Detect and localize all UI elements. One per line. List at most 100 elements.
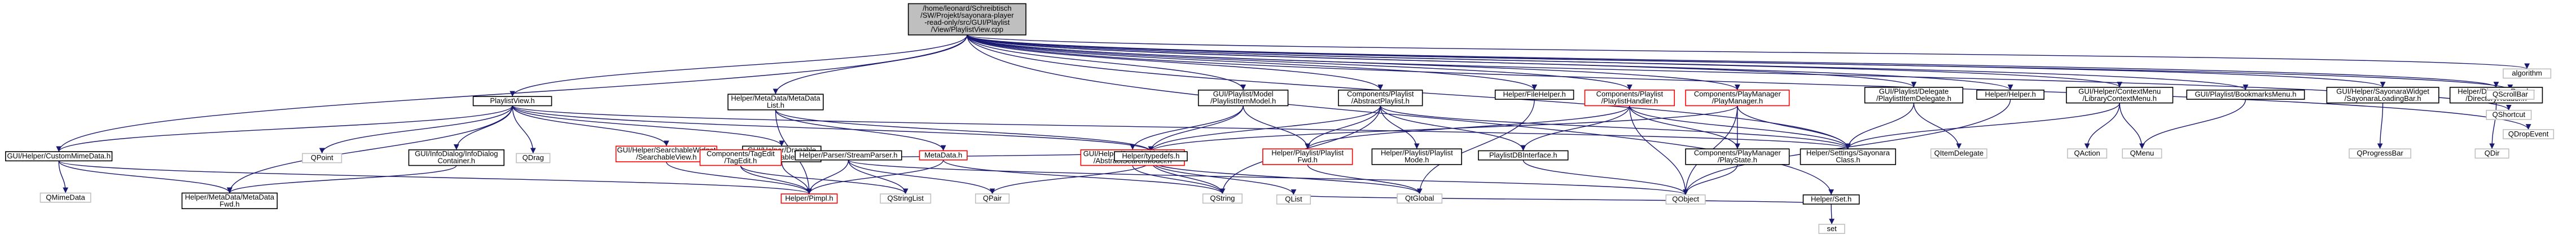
node-label-line: Helper/Helper.h bbox=[1985, 90, 2036, 99]
edge-playlistview-to-searchableView bbox=[512, 105, 669, 147]
edge-metadata-to-pimpl bbox=[806, 160, 944, 194]
node-qdropevent[interactable]: QDropEvent bbox=[2503, 129, 2555, 140]
node-label-line: QList bbox=[1285, 195, 1302, 203]
node-label-line: /PlaylistItemDelegate.h bbox=[1876, 94, 1951, 103]
node-playlistview[interactable]: PlaylistView.h bbox=[472, 96, 552, 107]
node-qaction[interactable]: QAction bbox=[2067, 148, 2108, 159]
node-layer: /home/leonard/Schreibtisch/SW/Projekt/sa… bbox=[5, 3, 2555, 234]
node-qscrollbar[interactable]: QScrollBar bbox=[2486, 90, 2535, 100]
node-label-line: QShortcut bbox=[2492, 110, 2526, 119]
node-streamparser[interactable]: Helper/Parser/StreamParser.h bbox=[795, 150, 902, 161]
node-qobject[interactable]: QObject bbox=[1665, 194, 1706, 205]
node-typedefs[interactable]: Helper/typedefs.h bbox=[1114, 151, 1188, 162]
node-label-line: /PlayState.h bbox=[1718, 156, 1757, 164]
edge-line bbox=[1150, 161, 1297, 195]
node-qprogressbar[interactable]: QProgressBar bbox=[2349, 148, 2412, 159]
node-box bbox=[472, 96, 552, 107]
edge-line bbox=[942, 160, 1226, 194]
node-box bbox=[302, 153, 343, 163]
edge-root-to-qdropevent bbox=[967, 34, 2531, 130]
node-helperHelper[interactable]: Helper/Helper.h bbox=[1976, 90, 2045, 100]
edge-root-to-algorithm bbox=[967, 34, 2530, 69]
edge-itemDelegate-to-settings bbox=[1845, 103, 1915, 149]
node-qlist[interactable]: QList bbox=[1276, 194, 1311, 205]
node-playManager[interactable]: Components/PlayManager/PlayManager.h bbox=[1685, 90, 1790, 107]
node-fileHelper[interactable]: Helper/FileHelper.h bbox=[1494, 90, 1574, 100]
edge-line bbox=[58, 160, 812, 194]
edge-infoDialogContainer-to-metadataFwd bbox=[227, 165, 457, 193]
node-qstringlist[interactable]: QStringList bbox=[880, 193, 932, 204]
node-box bbox=[2326, 87, 2439, 104]
node-helperSet[interactable]: Helper/Set.h bbox=[1802, 194, 1860, 205]
edge-line bbox=[967, 34, 1633, 91]
node-qshortcut[interactable]: QShortcut bbox=[2486, 109, 2532, 120]
node-qmenu[interactable]: QMenu bbox=[2122, 148, 2162, 159]
edge-libraryContextMenu-to-qaction bbox=[2084, 103, 2120, 149]
edge-directoryReader-to-qdir bbox=[2489, 103, 2497, 149]
edge-line bbox=[512, 105, 785, 147]
node-playlistDBInterface[interactable]: PlaylistDBInterface.h bbox=[1478, 150, 1569, 161]
edge-line bbox=[967, 34, 1537, 91]
edge-line bbox=[775, 109, 1154, 152]
edge-line bbox=[967, 34, 2499, 88]
node-label-line: Container.h bbox=[438, 157, 476, 165]
node-qitemdelegate[interactable]: QItemDelegate bbox=[1930, 148, 1987, 159]
edge-libraryContextMenu-to-qmenu bbox=[2119, 103, 2145, 149]
node-qmimedata[interactable]: QMimeData bbox=[40, 192, 91, 203]
node-label-line: Fwd.h bbox=[1298, 156, 1318, 164]
node-customMimeData[interactable]: GUI/Helper/CustomMimeData.h bbox=[5, 151, 113, 162]
edge-playlistHandler-to-playlistFwd bbox=[1305, 105, 1630, 149]
node-qdrag[interactable]: QDrag bbox=[516, 153, 551, 163]
node-loadingBar[interactable]: GUI/Helper/SayonaraWidget/SayonaraLoadin… bbox=[2326, 87, 2439, 104]
edge-line bbox=[453, 105, 513, 150]
node-box bbox=[1818, 224, 1845, 234]
node-label-line: /LibraryContextMenu.h bbox=[2082, 94, 2157, 103]
node-label-line: Components/Playlist bbox=[1347, 90, 1414, 98]
node-abstractPlaylist[interactable]: Components/Playlist/AbstractPlaylist.h bbox=[1338, 90, 1423, 107]
node-itemDelegate[interactable]: GUI/Playlist/Delegate/PlaylistItemDelega… bbox=[1864, 87, 1964, 104]
node-label-line: QString bbox=[1210, 194, 1235, 202]
node-algorithm[interactable]: algorithm bbox=[2503, 68, 2552, 79]
node-libraryContextMenu[interactable]: GUI/Helper/ContextMenu/LibraryContextMen… bbox=[2066, 87, 2174, 104]
node-label-line: /PlaylistItemModel.h bbox=[1210, 97, 1276, 105]
node-playlistItemModel[interactable]: GUI/Playlist/Model/PlaylistItemModel.h bbox=[1197, 90, 1289, 107]
node-label-line: GUI/Helper/SayonaraWidget bbox=[2336, 87, 2429, 95]
node-stdset[interactable]: set bbox=[1818, 224, 1845, 234]
edge-playlistview-to-typedefs bbox=[512, 105, 1153, 152]
edge-line bbox=[1683, 99, 2011, 195]
edge-playlistview-to-settings bbox=[512, 105, 1851, 149]
node-playlistHandler[interactable]: Components/Playlist/PlaylistHandler.h bbox=[1584, 90, 1675, 107]
node-playState[interactable]: Components/PlayManager/PlayState.h bbox=[1685, 148, 1790, 165]
node-qtglobal[interactable]: QtGlobal bbox=[1397, 193, 1443, 204]
node-tagedit[interactable]: Components/TagEdit/TagEdit.h bbox=[699, 149, 782, 166]
node-label-line: /home/leonard/Schreibtisch bbox=[923, 4, 1012, 12]
node-box bbox=[975, 193, 1010, 204]
node-pimpl[interactable]: Helper/Pimpl.h bbox=[780, 193, 838, 204]
node-label-line: QDropEvent bbox=[2508, 130, 2549, 138]
node-label-line: MetaData.h bbox=[924, 151, 962, 159]
node-bookmarksMenu[interactable]: GUI/Playlist/BookmarksMenu.h bbox=[2186, 90, 2305, 100]
node-qpoint[interactable]: QPoint bbox=[302, 153, 343, 163]
node-label-line: Helper/typedefs.h bbox=[1122, 152, 1179, 160]
edge-line bbox=[512, 105, 1153, 152]
edge-line bbox=[2489, 103, 2497, 149]
node-qdir[interactable]: QDir bbox=[2474, 148, 2509, 159]
node-label-line: -read-only/src/GUI/Playlist bbox=[924, 18, 1010, 26]
node-box bbox=[1930, 148, 1987, 159]
node-label-line: Components/TagEdit bbox=[706, 149, 775, 158]
node-qstring[interactable]: QString bbox=[1202, 193, 1243, 204]
node-qpair[interactable]: QPair bbox=[975, 193, 1010, 204]
edge-root-to-playlistview bbox=[510, 34, 968, 97]
edge-line bbox=[1629, 105, 1688, 195]
node-label-line: Class.h bbox=[1836, 156, 1860, 164]
node-metadata[interactable]: MetaData.h bbox=[919, 150, 968, 161]
edge-line bbox=[1520, 105, 1630, 151]
edge-line bbox=[666, 161, 812, 194]
